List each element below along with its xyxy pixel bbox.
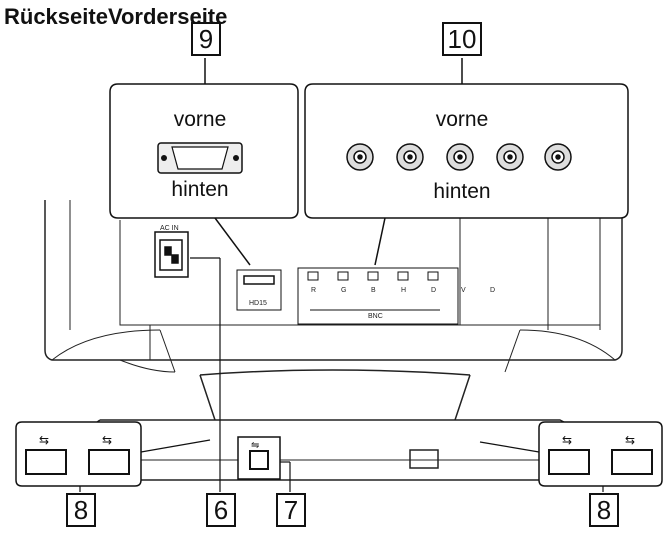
bnc-port-strip (297, 267, 459, 325)
usb-right-callout: ⇆ ⇆ (479, 421, 663, 492)
svg-text:⇆: ⇆ (102, 433, 112, 447)
bnc-pin-g: G (341, 287, 346, 294)
label-8-right: 8 (589, 493, 619, 527)
bnc-pin-r: R (311, 287, 316, 294)
vga-connector-icon (157, 142, 243, 174)
label-8-left: 8 (66, 493, 96, 527)
bnc-pin-b: B (371, 287, 376, 294)
bnc-back-label: hinten (433, 180, 491, 203)
bnc-front-label: vorne (435, 108, 489, 131)
hd15-label: HD15 (249, 300, 267, 307)
vga-front-label: vorne (173, 108, 227, 131)
label-10: 10 (442, 22, 482, 56)
ac-in-label: AC IN (160, 225, 179, 232)
monitor-body (44, 200, 623, 481)
bnc-pin-d2: D (490, 287, 495, 294)
vga-callout (109, 58, 299, 266)
svg-text:⇆: ⇆ (39, 433, 49, 447)
bnc-pin-h: H (401, 287, 406, 294)
svg-text:⇆: ⇆ (562, 433, 572, 447)
bnc-pin-v: V (461, 287, 466, 294)
diagram-title: RückseiteVorderseite (4, 4, 228, 29)
ac-in-socket (154, 231, 189, 278)
vga-back-label: hinten (171, 178, 229, 201)
usb-left-callout: ⇆ ⇆ (15, 421, 211, 492)
label-6: 6 (206, 493, 236, 527)
bnc-label: BNC (368, 313, 383, 320)
svg-text:⇆: ⇆ (625, 433, 635, 447)
bnc-pin-d: D (431, 287, 436, 294)
usb-upstream-port: ⇋ (237, 436, 291, 492)
bnc-callout (304, 58, 629, 266)
bnc-connectors-icon (346, 143, 572, 171)
hd15-port (236, 269, 282, 311)
label-7: 7 (276, 493, 306, 527)
label-9: 9 (191, 22, 221, 56)
svg-text:⇋: ⇋ (251, 440, 259, 451)
